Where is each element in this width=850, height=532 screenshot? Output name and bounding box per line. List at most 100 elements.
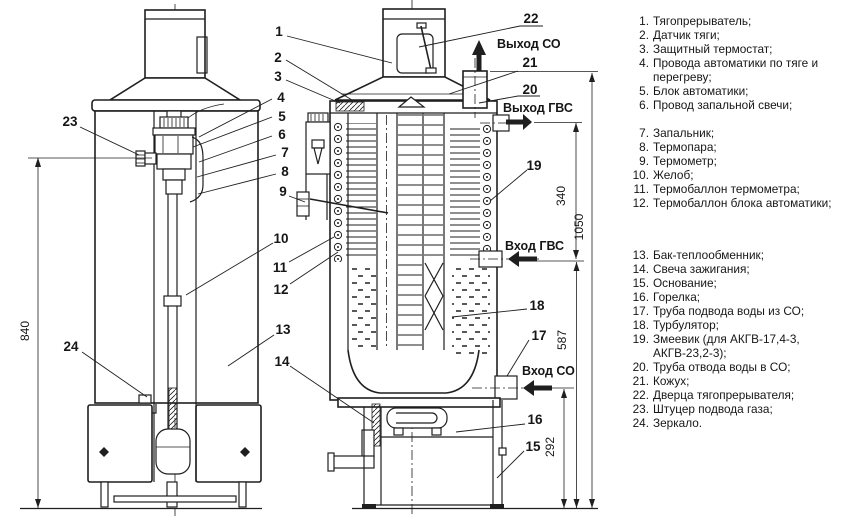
section-automation-block [296, 112, 389, 220]
leg [238, 481, 247, 508]
legend-item: 8.Термопара; [632, 140, 848, 154]
legend-text: Тягопрерыватель; [653, 14, 752, 28]
legend-item: 14. Свеча зажигания; [632, 262, 848, 276]
baffle-peak [397, 96, 426, 108]
legend-text: Основание; [653, 276, 717, 290]
fins-right [450, 126, 480, 256]
callout-21: 21 [522, 55, 538, 70]
callout-13: 13 [275, 322, 291, 337]
legend-group-3: 13.Бак-теплообменник; 14.Свеча зажигания… [632, 248, 848, 430]
legend-text: Бак-теплообменник; [653, 248, 764, 262]
burner-cup [155, 428, 191, 475]
flow-label-out-co: Выход СО [497, 37, 561, 51]
spark-plug-bracket [371, 403, 381, 447]
legend-number: 12. [632, 196, 649, 210]
left-cone [107, 77, 243, 101]
diamond-mark-icon [99, 447, 109, 457]
dimension-lines: 840 340 587 292 1050 [18, 71, 598, 508]
thermometer-body [296, 191, 310, 217]
legend-text: Горелка; [653, 290, 701, 304]
legend-number: 3. [639, 42, 649, 56]
legend-number: 10. [632, 168, 649, 182]
legend-item: 9.Термометр; [632, 154, 848, 168]
callout-2: 2 [274, 50, 282, 65]
legend-number: 14. [632, 262, 649, 276]
legend-text: Провода автоматики по тяге и перегреву; [653, 56, 819, 84]
flow-arrow-up-icon [472, 40, 486, 71]
legend-number: 21. [632, 374, 649, 388]
legend-text: Свеча зажигания; [653, 262, 750, 276]
legend-item: 7.Запальник; [632, 126, 848, 140]
burner [386, 407, 448, 429]
section-burner-and-base [327, 397, 598, 510]
legend-number: 8. [639, 140, 649, 154]
callout-10: 10 [273, 231, 288, 246]
flow-label-in-co: Вход СО [522, 364, 575, 378]
legend-number: 7. [639, 126, 649, 140]
legend-item: 16.Горелка; [632, 290, 848, 304]
capillary-tube [189, 136, 204, 203]
legend-text: Термометр; [653, 154, 717, 168]
legend-number: 2. [639, 28, 649, 42]
legend-item: 12.Термобаллон блока автоматики; [632, 196, 848, 210]
legend-text: Труба отвода воды в СО; [653, 360, 791, 374]
legend-group-1: 1.Тягопрерыватель; 2.Датчик тяги; 3.Защи… [632, 14, 848, 112]
callout-20: 20 [522, 82, 537, 97]
legend-item: 23.Штуцер подвода газа; [632, 402, 848, 416]
callout-5: 5 [278, 109, 286, 124]
legend-text: Провод запальной свечи; [653, 98, 793, 112]
section-view [296, 0, 598, 516]
legend-text: Датчик тяги; [653, 28, 720, 42]
legend-item: 17.Труба подвода воды из СО; [632, 304, 848, 318]
ignition-plug [311, 139, 325, 149]
legend-item: 6.Провод запальной свечи; [632, 98, 848, 112]
dim-587: 587 [555, 330, 569, 350]
legend-text: Термобаллон термометра; [653, 182, 800, 196]
callout-24: 24 [63, 339, 79, 354]
legend-number: 20. [632, 360, 649, 374]
left-base [20, 403, 262, 510]
fins-left [346, 123, 376, 260]
legend-number: 11. [633, 182, 649, 196]
legend-text: Труба подвода воды из СО; [653, 304, 805, 318]
legend-item: 22.Дверца тягопрерывателя; [632, 388, 848, 402]
left-flue-pipe [144, 9, 206, 79]
co-inlet-stub [494, 375, 518, 400]
leg [166, 481, 178, 508]
water-dashes-left [350, 263, 377, 349]
callout-16: 16 [527, 412, 543, 427]
legend-number: 18. [632, 318, 649, 332]
flow-arrow-left-icon [523, 380, 552, 396]
draft-sensor [335, 101, 365, 112]
callout-23: 23 [62, 114, 78, 129]
legend-item: 15. Основание; [632, 276, 848, 290]
automation-wires [187, 103, 225, 119]
turbulator-ladder [398, 114, 422, 350]
water-dashes-right [452, 264, 490, 356]
legend-number: 19. [632, 332, 649, 346]
flow-label-out-gvs: Выход ГВС [503, 101, 573, 115]
callout-19: 19 [526, 158, 541, 173]
chamber-bottom-plate [337, 397, 501, 408]
callout-17: 17 [531, 328, 546, 343]
callout-numbers: 1 2 3 4 5 6 7 8 9 10 11 12 13 14 15 16 1… [62, 11, 546, 454]
callout-1: 1 [275, 24, 283, 39]
legend-item: 10.Желоб; [632, 168, 848, 182]
draft-door [396, 33, 434, 74]
legend-item: 2. Датчик тяги; [632, 28, 848, 42]
callout-18: 18 [529, 298, 545, 313]
legend-item: 4.Провода автоматики по тяге и перегреву… [632, 56, 848, 84]
callout-11: 11 [273, 260, 288, 275]
door-rod [420, 25, 432, 71]
legend-number: 1. [639, 14, 649, 28]
legend-item: 1. Тягопрерыватель; [632, 14, 848, 28]
left-gas-valve-assembly [135, 103, 225, 433]
legend-text: Змеевик (для АКГВ-17,4-3, АКГВ-23,2-3); [653, 332, 800, 360]
coil-right [481, 123, 493, 255]
legend-number: 15. [632, 276, 649, 290]
legend-number: 24. [632, 416, 649, 430]
leg [100, 481, 109, 508]
left-flue-door [196, 36, 208, 74]
legend-number: 22. [632, 388, 649, 402]
gas-supply-pipe [329, 455, 375, 469]
